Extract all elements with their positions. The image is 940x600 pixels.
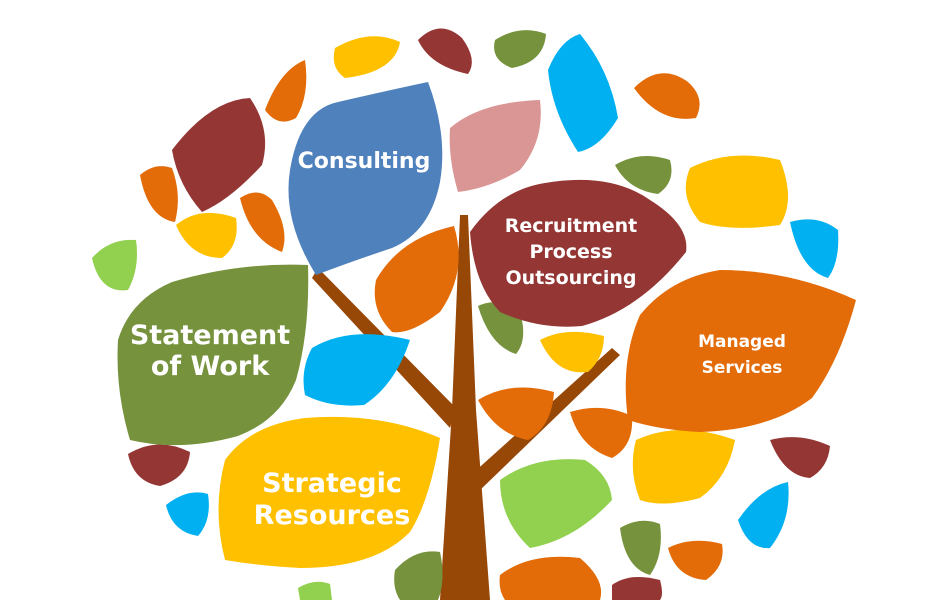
leaf-managed-services: Managed Services (625, 270, 856, 432)
leaf-shape (478, 387, 554, 440)
leaf-shape (298, 581, 332, 600)
leaf-shape (333, 36, 400, 78)
leaf-label-rpo-line: Outsourcing (506, 267, 637, 289)
leaf-rpo: Recruitment Process Outsourcing (470, 179, 687, 327)
leaf-shape (117, 264, 309, 446)
leaf-label-sow-line: of Work (151, 351, 270, 382)
leaf-label-consulting: Consulting (298, 149, 431, 174)
leaf-shape (668, 540, 723, 580)
leaf-shape (548, 34, 618, 152)
leaf-shape (303, 334, 410, 406)
leaf-shape (634, 73, 700, 119)
leaf-label-managed-line: Services (702, 358, 783, 378)
leaf-shape (625, 270, 856, 432)
leaf-label-rpo-line: Process (529, 241, 612, 263)
leaf-consulting: Consulting (288, 82, 443, 275)
leaf-statement-of-work: Statement of Work (117, 264, 309, 446)
leaf-shape (540, 331, 604, 373)
leaf-shape (632, 430, 735, 504)
leaf-shape (685, 155, 788, 228)
leaf-label-strategic-line: Strategic (262, 468, 402, 499)
leaf-shape (240, 192, 285, 252)
leaf-shape (612, 576, 662, 600)
leaf-shape (265, 60, 307, 122)
leaf-label-sow-line: Statement (130, 320, 290, 351)
leaf-label-rpo-line: Recruitment (505, 215, 638, 237)
leaf-shape (500, 459, 612, 548)
leaf-shape (494, 30, 546, 68)
leaf-shape (140, 166, 178, 222)
leaf-shape (288, 82, 443, 275)
leaf-shape (418, 28, 472, 75)
leaf-shape (166, 492, 209, 536)
leaf-shape (620, 520, 661, 575)
leaf-label-strategic-line: Resources (254, 500, 411, 531)
leaf-shape (128, 444, 190, 486)
leaf-shape (790, 219, 839, 278)
leaf-shape (449, 100, 541, 192)
leaf-shape (172, 98, 266, 212)
leaf-shape (570, 407, 633, 458)
leaf-shape (374, 226, 459, 333)
leaf-shape (615, 156, 672, 194)
leaf-shape (92, 239, 137, 291)
leaf-strategic-resources: Strategic Resources (218, 416, 440, 568)
leaf-shape (394, 551, 443, 600)
leaf-shape (218, 416, 440, 568)
leaf-label-managed-line: Managed (698, 332, 786, 352)
leaf-shape (738, 482, 789, 549)
leaf-shape (770, 437, 830, 478)
decorative-leaves (92, 28, 839, 600)
trunk (440, 215, 490, 600)
leaf-shape (470, 179, 687, 327)
leaf-shape (176, 212, 237, 258)
leaf-shape (499, 556, 602, 600)
